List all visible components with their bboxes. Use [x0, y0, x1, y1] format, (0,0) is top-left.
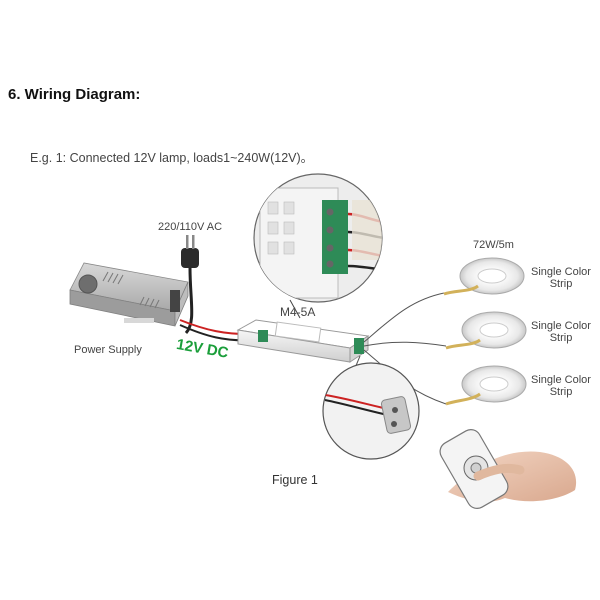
power-supply-label: Power Supply — [74, 344, 142, 356]
strip-label-1-line1: Single Color — [531, 266, 591, 278]
strip-label-1: Single Color Strip — [530, 266, 592, 290]
led-strip-reel-1 — [443, 257, 525, 296]
rf-remote-icon — [439, 429, 577, 509]
controller-module — [236, 319, 370, 363]
power-supply-unit — [69, 262, 189, 327]
receiver-zoom-circle — [322, 362, 420, 460]
figure-caption: Figure 1 — [272, 473, 318, 487]
ac-plug-icon — [181, 235, 199, 335]
strip-label-3: Single Color Strip — [530, 374, 592, 398]
ac-input-label: 220/110V AC — [158, 221, 223, 233]
strip-label-2: Single Color Strip — [530, 320, 592, 344]
strip-label-2-line1: Single Color — [531, 320, 591, 332]
led-strip-reel-2 — [445, 311, 527, 350]
strip-label-1-line2: Strip — [549, 278, 573, 290]
led-strip-reel-3 — [445, 365, 527, 406]
section-heading: 6. Wiring Diagram: — [8, 86, 141, 103]
example-caption: E.g. 1: Connected 12V lamp, loads1~240W(… — [30, 151, 314, 165]
strip-label-3-line2: Strip — [549, 386, 573, 398]
strip-label-2-line2: Strip — [549, 332, 573, 344]
strip-label-3-line1: Single Color — [531, 374, 591, 386]
controller-label: M4-5A — [280, 305, 316, 319]
terminal-zoom-circle — [253, 173, 383, 319]
strip-rating-label: 72W/5m — [473, 239, 514, 251]
